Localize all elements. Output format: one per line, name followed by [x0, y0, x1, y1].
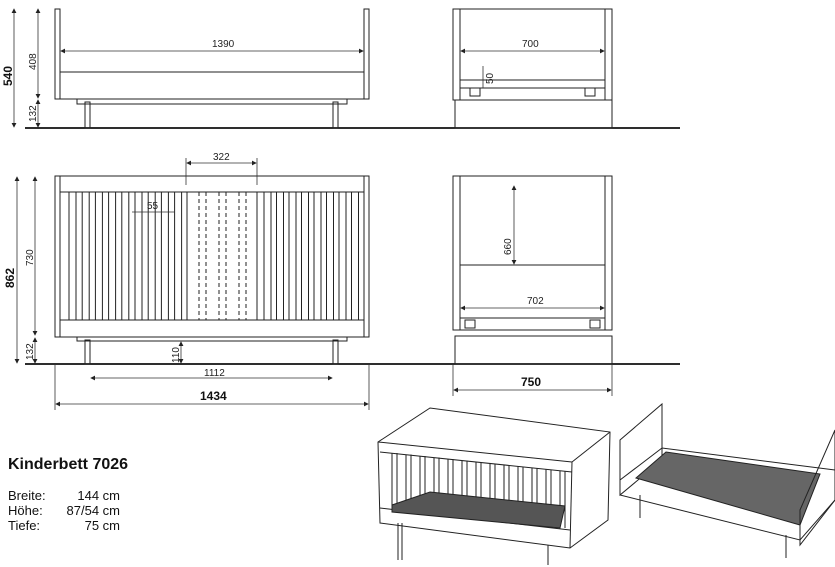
end-view-bed: 700 50	[452, 8, 613, 129]
dim-50: 50	[485, 72, 496, 84]
dim-540: 540	[1, 66, 15, 86]
spec-depth: Tiefe: 75 cm	[8, 518, 128, 533]
dim-132-bottom: 132	[25, 343, 36, 360]
product-title: Kinderbett 7026	[8, 456, 129, 473]
spec-height: Höhe: 87/54 cm	[8, 503, 128, 518]
spec-value: 87/54 cm	[66, 503, 120, 518]
dim-1390: 1390	[212, 39, 235, 50]
front-view-crib: 322 55 110 1112 1434 862 730 132	[3, 152, 370, 410]
dim-55: 55	[147, 201, 159, 212]
dim-702: 702	[527, 296, 544, 307]
dim-700: 700	[522, 39, 539, 50]
dim-862: 862	[3, 268, 17, 288]
bed-3d-view	[619, 402, 835, 558]
spec-value: 144 cm	[77, 488, 120, 503]
dim-110: 110	[171, 347, 182, 363]
side-view-bed: 1390 540 408 132	[1, 8, 370, 129]
product-info: Kinderbett 7026 Breite: 144 cm Höhe: 87/54…	[8, 456, 128, 533]
dim-408: 408	[28, 53, 39, 70]
spec-width: Breite: 144 cm	[8, 488, 128, 503]
end-view-crib: 660 702 750	[452, 175, 613, 396]
crib-3d-view	[377, 407, 611, 565]
dim-322: 322	[213, 152, 230, 163]
spec-label: Breite:	[8, 488, 46, 503]
spec-label: Tiefe:	[8, 518, 41, 533]
dim-750: 750	[521, 375, 541, 389]
spec-label: Höhe:	[8, 503, 43, 518]
dim-730: 730	[25, 249, 36, 266]
dim-1112: 1112	[204, 368, 225, 379]
dim-132-top: 132	[28, 105, 39, 122]
dim-1434: 1434	[200, 389, 227, 403]
dim-660: 660	[503, 238, 514, 255]
spec-value: 75 cm	[84, 518, 120, 533]
